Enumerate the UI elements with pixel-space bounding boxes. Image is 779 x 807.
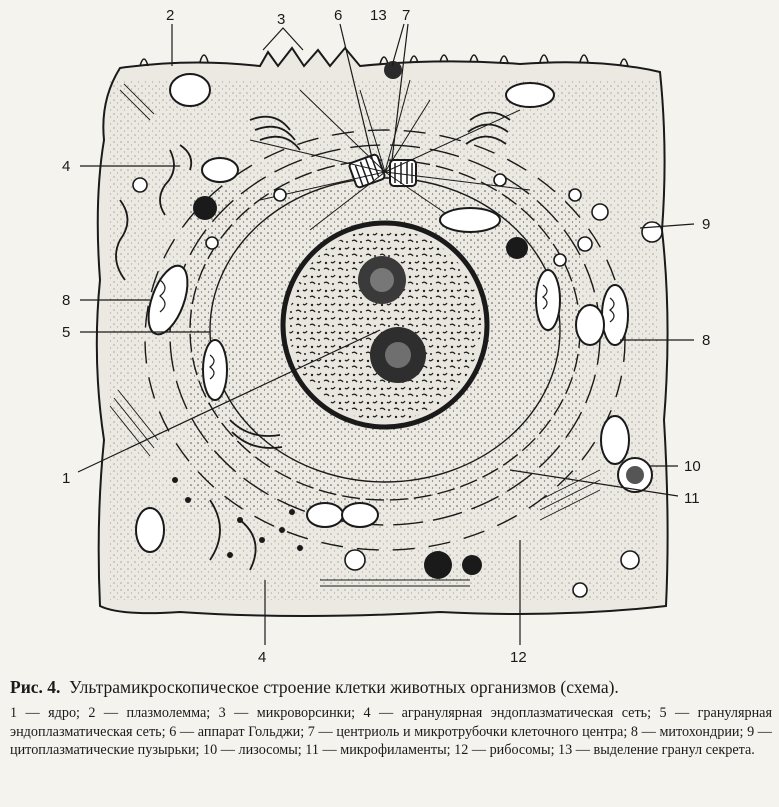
label-3: 3 [277,11,285,28]
figure-number: Рис. 4. [10,677,61,697]
golgi-apparatus [229,111,511,449]
label-2: 2 [166,7,174,24]
caption-title-line: Рис. 4. Ультрамикроскопическое строение … [10,676,772,698]
label-6: 6 [334,7,342,24]
leader-lines [77,23,695,645]
label-8-right: 8 [702,332,710,349]
label-9: 9 [702,216,710,233]
nucleus [289,229,481,421]
label-4-top: 4 [62,158,70,175]
microtubules [249,79,531,231]
label-12: 12 [510,649,527,666]
secretory-granules [172,477,303,558]
label-1: 1 [62,470,70,487]
label-13: 13 [370,7,387,24]
lysosomes [193,61,653,579]
microvilli [139,54,629,67]
label-7: 7 [402,7,410,24]
figure-caption: Рис. 4. Ультрамикроскопическое строение … [10,676,772,760]
label-11: 11 [684,490,700,507]
label-4-bottom: 4 [258,649,266,666]
agranular-er [115,144,257,571]
mitochondria [135,73,630,553]
caption-title: Ультрамикроскопическое строение клетки ж… [69,677,619,697]
caption-legend: 1 — ядро; 2 — плазмолемма; 3 — микроворс… [10,705,772,758]
label-5: 5 [62,324,70,341]
cytoplasmic-vesicles [132,173,663,598]
cell-diagram: 2 3 6 13 7 4 8 5 1 9 8 10 11 4 12 [62,7,710,666]
label-10: 10 [684,458,701,475]
label-8-left: 8 [62,292,70,309]
